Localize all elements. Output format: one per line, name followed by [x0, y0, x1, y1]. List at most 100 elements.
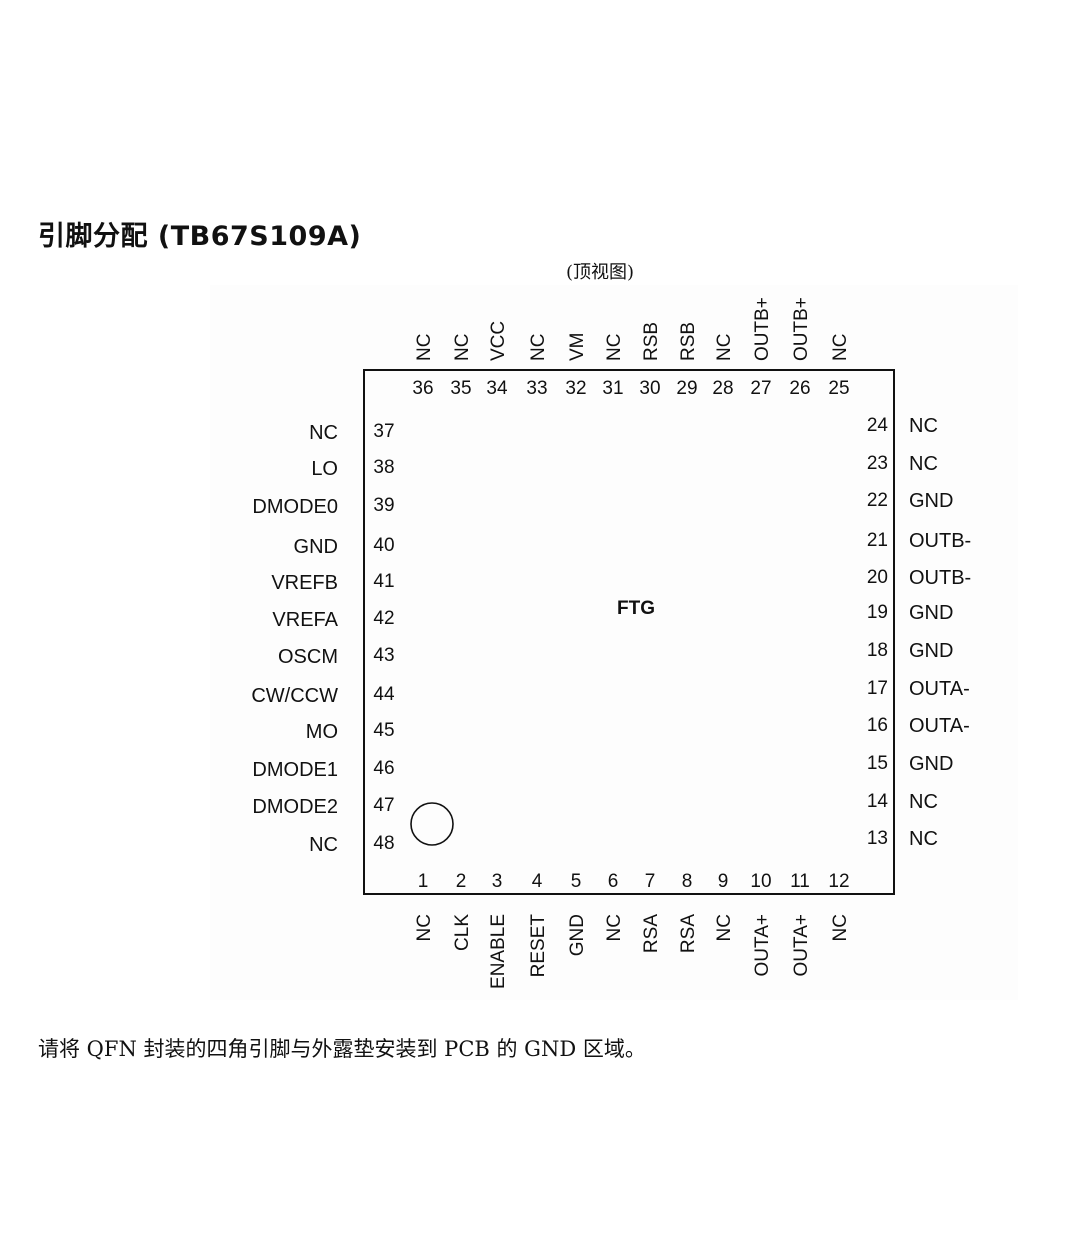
- pin-number-10: 10: [750, 871, 771, 892]
- pin-name-32: VM: [567, 333, 588, 362]
- pin-name-6: NC: [604, 914, 625, 941]
- pin-name-43: OSCM: [278, 646, 338, 668]
- pin1-marker: [410, 802, 454, 846]
- pin-name-28: NC: [714, 334, 735, 361]
- page-title: 引脚分配 (TB67S109A): [38, 221, 362, 252]
- pin-name-25: NC: [830, 334, 851, 361]
- pin-number-25: 25: [828, 378, 849, 399]
- pin-number-31: 31: [602, 378, 623, 399]
- pin-number-41: 41: [373, 571, 394, 592]
- pin-name-11: OUTA+: [791, 914, 812, 976]
- pin-number-20: 20: [867, 567, 888, 588]
- pin-group: 36NC35NC34VCC33NC32VM31NC30RSB29RSB28NC2…: [251, 297, 971, 989]
- view-label: (顶视图): [566, 262, 635, 283]
- pin-name-41: VREFB: [271, 572, 338, 594]
- pin-name-30: RSB: [641, 322, 662, 361]
- pin-number-36: 36: [412, 378, 433, 399]
- pin-name-40: GND: [294, 536, 338, 558]
- pin-name-5: GND: [567, 914, 588, 956]
- pin-number-39: 39: [373, 495, 394, 516]
- pin-name-47: DMODE2: [252, 796, 338, 818]
- pin-name-23: NC: [909, 453, 938, 475]
- pin-name-45: MO: [306, 721, 338, 743]
- pin-name-3: ENABLE: [488, 914, 509, 989]
- ic-package-outline: [363, 369, 895, 895]
- pin-number-24: 24: [867, 415, 889, 436]
- pin-name-33: NC: [528, 334, 549, 361]
- pin-number-12: 12: [828, 871, 849, 892]
- pin-name-26: OUTB+: [791, 297, 812, 361]
- center-label: FTG: [617, 598, 655, 619]
- pin-number-5: 5: [571, 871, 582, 892]
- pin-name-8: RSA: [678, 914, 699, 953]
- diagram-background: [210, 285, 1018, 1000]
- pin-number-4: 4: [532, 871, 543, 892]
- pin-number-6: 6: [608, 871, 619, 892]
- pin-number-21: 21: [867, 530, 888, 551]
- pin-number-42: 42: [373, 608, 394, 629]
- pin-number-47: 47: [373, 795, 394, 816]
- pin-name-16: OUTA-: [909, 715, 970, 737]
- pin-name-24: NC: [909, 415, 938, 437]
- pin-number-8: 8: [682, 871, 693, 892]
- pin-name-21: OUTB-: [909, 530, 971, 552]
- pin-number-44: 44: [373, 684, 395, 705]
- pin-number-7: 7: [645, 871, 656, 892]
- footnote: 请将 QFN 封装的四角引脚与外露垫安装到 PCB 的 GND 区域。: [38, 1037, 646, 1061]
- pin-name-39: DMODE0: [252, 496, 338, 518]
- pin-number-22: 22: [867, 490, 888, 511]
- pin-name-17: OUTA-: [909, 678, 970, 700]
- pin-name-42: VREFA: [272, 609, 338, 631]
- pin-number-30: 30: [639, 378, 660, 399]
- pin-number-40: 40: [373, 535, 394, 556]
- pin-name-29: RSB: [678, 322, 699, 361]
- pin-name-12: NC: [830, 914, 851, 941]
- pin-number-37: 37: [373, 421, 394, 442]
- pin-name-27: OUTB+: [752, 297, 773, 361]
- pin-name-37: NC: [309, 422, 338, 444]
- pin-number-35: 35: [450, 378, 471, 399]
- pin-name-36: NC: [414, 334, 435, 361]
- pin-name-2: CLK: [452, 914, 473, 951]
- pin-name-7: RSA: [641, 914, 662, 953]
- pin-number-15: 15: [867, 753, 888, 774]
- pin-number-48: 48: [373, 833, 394, 854]
- pin-name-9: NC: [714, 914, 735, 941]
- pin-number-3: 3: [492, 871, 503, 892]
- pin-name-15: GND: [909, 753, 953, 775]
- pin-name-46: DMODE1: [252, 759, 338, 781]
- pin-name-14: NC: [909, 791, 938, 813]
- pin-number-34: 34: [486, 378, 508, 399]
- pin-number-17: 17: [867, 678, 888, 699]
- pin-name-19: GND: [909, 602, 953, 624]
- pin-name-4: RESET: [528, 914, 549, 978]
- pin-number-28: 28: [712, 378, 733, 399]
- pin-number-16: 16: [867, 715, 888, 736]
- pin-number-38: 38: [373, 457, 394, 478]
- pin-name-10: OUTA+: [752, 914, 773, 976]
- pin-number-14: 14: [867, 791, 889, 812]
- pin-number-46: 46: [373, 758, 394, 779]
- pin-number-23: 23: [867, 453, 888, 474]
- pin-number-11: 11: [790, 871, 810, 892]
- pin-name-44: CW/CCW: [251, 685, 338, 707]
- pin-number-9: 9: [718, 871, 729, 892]
- pin-name-13: NC: [909, 828, 938, 850]
- pin-number-19: 19: [867, 602, 888, 623]
- pin-number-43: 43: [373, 645, 394, 666]
- pin-number-1: 1: [418, 871, 429, 892]
- pin-name-34: VCC: [488, 321, 509, 361]
- pin-number-26: 26: [789, 378, 810, 399]
- pin-number-32: 32: [565, 378, 586, 399]
- pin-name-48: NC: [309, 834, 338, 856]
- pin-number-2: 2: [456, 871, 467, 892]
- pin-name-31: NC: [604, 334, 625, 361]
- pin-name-18: GND: [909, 640, 953, 662]
- pin-number-13: 13: [867, 828, 888, 849]
- pin-number-18: 18: [867, 640, 888, 661]
- pin-name-22: GND: [909, 490, 953, 512]
- pin-name-20: OUTB-: [909, 567, 971, 589]
- pin-name-38: LO: [311, 458, 338, 480]
- pin-number-27: 27: [750, 378, 771, 399]
